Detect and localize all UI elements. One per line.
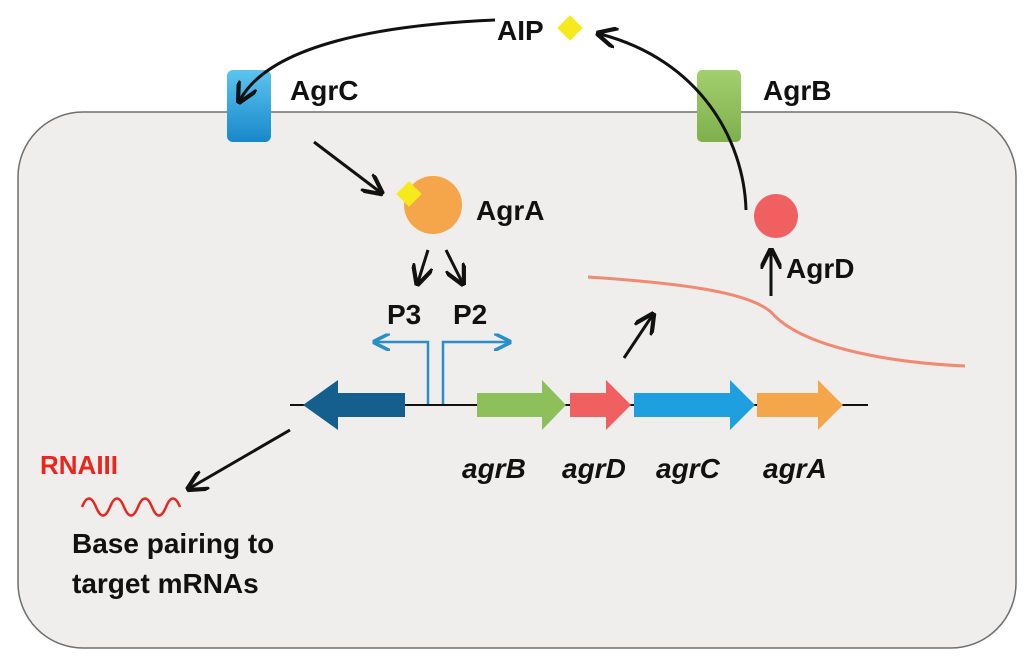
base-pairing-label-line2: target mRNAs [72,568,259,599]
aip-import-arrow [240,18,496,100]
agrc-receptor-shape [227,70,271,142]
rnaiii-label: RNAIII [40,450,118,480]
base-pairing-label-line1: Base pairing to [72,528,274,559]
p2-label: P2 [453,299,487,330]
aip-peptide-shape [557,15,583,41]
rnaiii-gene-arrow [303,380,405,430]
agrd-gene-label: agrD [562,453,626,484]
p3-promoter-arrow [376,342,430,405]
agra-protein-shape [404,176,462,234]
agrb-transporter-shape [697,70,741,142]
agrc-gene-label: agrC [656,453,721,484]
agrb-label: AgrB [763,75,831,106]
agrc-label: AgrC [290,75,358,106]
agrc-gene-arrow [634,380,755,430]
p2-promoter-arrow [441,342,508,405]
aip-label: AIP [497,15,544,46]
agra-to-p2-arrow [444,249,462,282]
agrd-protein-shape [754,194,798,238]
aip-export-arrow [600,34,748,211]
cell-membrane [17,111,1017,649]
agrb-gene-arrow [477,380,566,430]
agra-gene-arrow [757,380,843,430]
agrd-gene-arrow [570,380,631,430]
transcription-arrow [622,316,652,359]
agra-to-p3-arrow [418,249,428,282]
phosphate-marker [396,181,422,207]
agr-mrna-line [587,275,966,368]
p3-label: P3 [387,299,421,330]
agrd-protein-label: AgrD [786,253,854,284]
agrb-gene-label: agrB [462,453,526,484]
phosphorylation-arrow [313,140,380,192]
agra-label: AgrA [476,195,544,226]
agra-gene-label: agrA [763,453,827,484]
rnaiii-transcript-squiggle [80,497,182,517]
rnaiii-transcription-arrow [190,428,291,488]
